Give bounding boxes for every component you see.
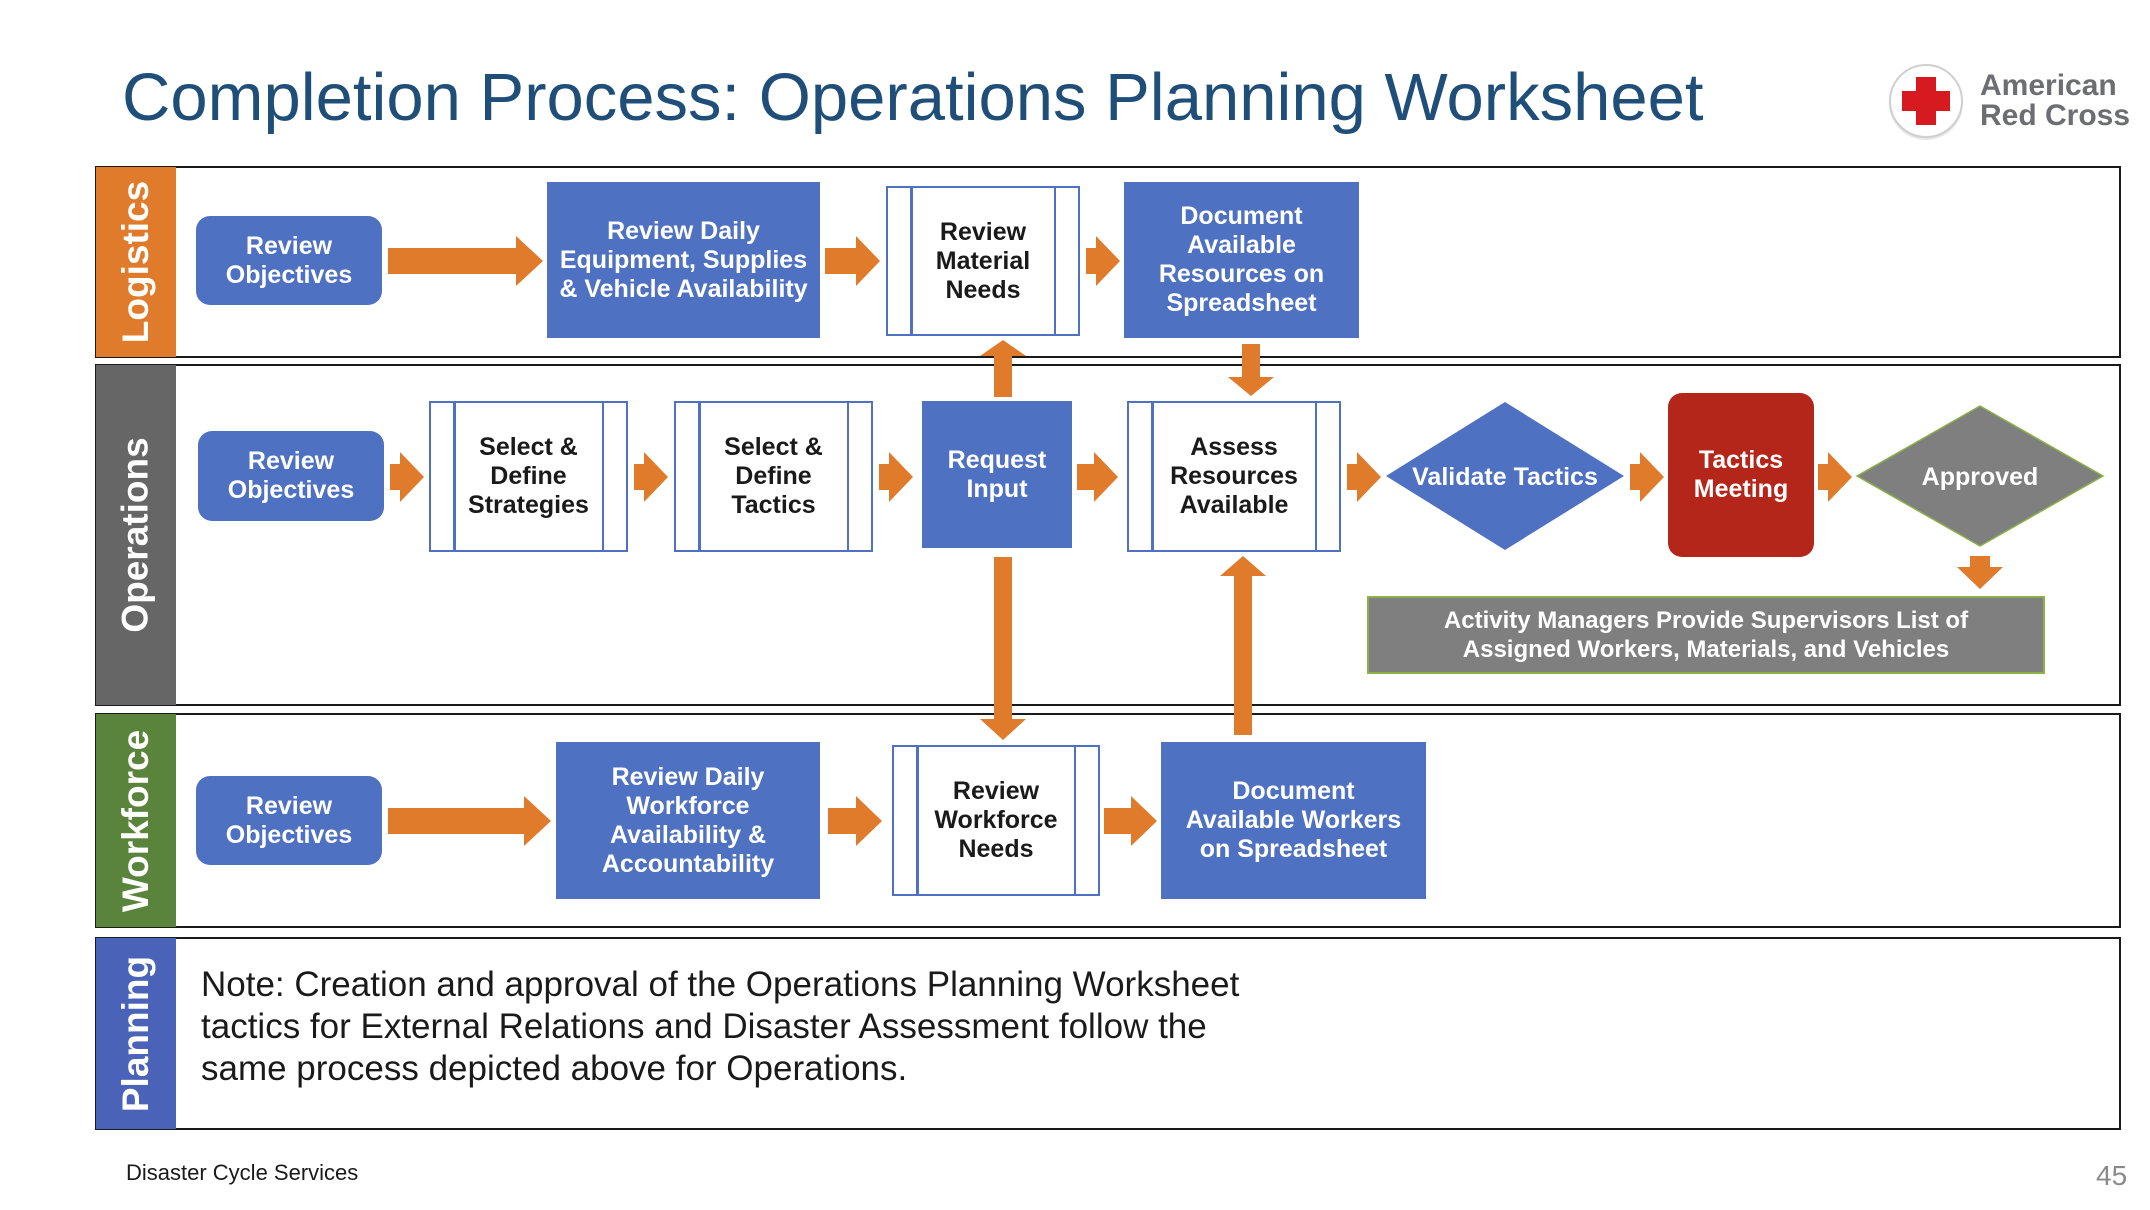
arrow-right xyxy=(879,452,913,502)
arrow-right xyxy=(828,796,882,846)
arrow-right xyxy=(1347,452,1381,502)
operations-review-objectives: Review Objectives xyxy=(198,431,384,521)
planning-note: Note: Creation and approval of the Opera… xyxy=(201,965,1240,1088)
lane-label-logistics: Logistics xyxy=(96,167,176,357)
approved-diamond: Approved xyxy=(1855,405,2105,547)
workforce-review-objectives: Review Objectives xyxy=(196,776,382,865)
workforce-review-daily: Review Daily Workforce Availability & Ac… xyxy=(556,742,820,899)
arrow-right xyxy=(388,796,551,846)
arrow-right xyxy=(1818,452,1852,502)
arrow-down xyxy=(980,557,1026,740)
logistics-review-objectives: Review Objectives xyxy=(196,216,382,305)
arrow-right xyxy=(1630,452,1664,502)
arrow-right xyxy=(1086,236,1120,286)
lane-label-operations: Operations xyxy=(96,365,176,705)
red-cross-logo xyxy=(1886,61,1966,141)
operations-select-define-tactics: Select & Define Tactics xyxy=(674,401,873,552)
footer-text: Disaster Cycle Services xyxy=(126,1160,359,1185)
logo-wordmark: American Red Cross xyxy=(1980,71,2130,131)
validate-tactics-diamond: Validate Tactics xyxy=(1386,402,1624,550)
arrow-down xyxy=(1957,556,2003,589)
operations-assess-resources: Assess Resources Available xyxy=(1127,401,1341,552)
approved-label: Approved xyxy=(1922,463,2039,491)
operations-select-define-strategies: Select & Define Strategies xyxy=(429,401,628,552)
lane-label-planning: Planning xyxy=(96,938,176,1129)
operations-tactics-meeting: Tactics Meeting xyxy=(1668,393,1814,557)
page-number: 45 xyxy=(2096,1160,2128,1191)
logo-line-2: Red Cross xyxy=(1980,99,2131,132)
logistics-review-material-needs: Review Material Needs xyxy=(886,186,1080,336)
logistics-document-resources: Document Available Resources on Spreadsh… xyxy=(1124,182,1359,338)
arrow-up xyxy=(1220,556,1266,735)
validate-tactics-label: Validate Tactics xyxy=(1412,463,1598,491)
arrow-right xyxy=(1104,796,1157,846)
logo-line-1: American xyxy=(1980,69,2117,102)
operations-activity-managers-note: Activity Managers Provide Supervisors Li… xyxy=(1367,596,2045,674)
arrow-right xyxy=(825,236,880,286)
workforce-document-workers: Document Available Workers on Spreadshee… xyxy=(1161,742,1426,899)
page-title: Completion Process: Operations Planning … xyxy=(122,60,1704,135)
arrow-right xyxy=(1077,452,1118,502)
arrow-down xyxy=(1228,344,1274,396)
arrow-right xyxy=(634,452,668,502)
lane-label-workforce: Workforce xyxy=(96,714,176,927)
arrow-right xyxy=(390,452,424,502)
operations-request-input: Request Input xyxy=(922,401,1072,548)
workforce-review-needs: Review Workforce Needs xyxy=(892,745,1100,896)
arrow-up xyxy=(980,340,1026,397)
arrow-right xyxy=(388,236,543,286)
logistics-review-daily-equipment: Review Daily Equipment, Supplies & Vehic… xyxy=(547,182,820,338)
